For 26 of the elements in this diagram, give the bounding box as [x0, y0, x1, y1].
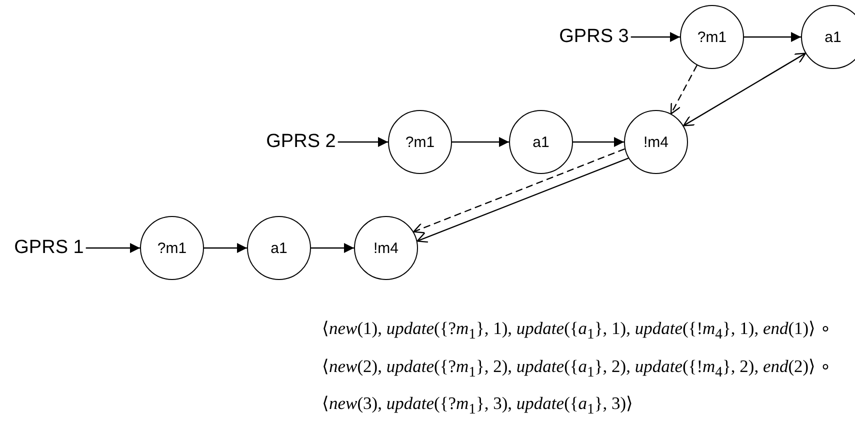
formula-text: ⟨new(2), update({?m$_{1}$}, 2), update({a$_{1}$}, 2), update({!m$_{4}$}, 2), end(2)⟩ ∘ — [322, 356, 832, 382]
channel-label: GPRS 1 — [13, 236, 85, 260]
state-circle: !m4 — [624, 110, 688, 174]
state-circle: ?m1 — [680, 5, 744, 69]
arrow — [744, 32, 801, 42]
state-circle: a1 — [509, 110, 573, 174]
state-circle: !m4 — [354, 216, 418, 280]
channel-label: GPRS 3 — [558, 25, 630, 49]
formula-text: ⟨new(1), update({?m$_{1}$}, 1), update({a$_{1}$}, 1), update({!m$_{4}$}, 1), end(1)⟩ ∘ — [322, 318, 832, 344]
arrow — [452, 137, 509, 147]
formula-text: ⟨new(3), update({?m$_{1}$}, 3), update({a$_{1}$}, 3)⟩ — [322, 393, 634, 418]
arrow — [682, 52, 806, 126]
state-circle: a1 — [247, 216, 311, 280]
arrow — [86, 243, 140, 253]
arrow — [573, 137, 624, 147]
arrow — [204, 243, 247, 253]
arrow — [338, 137, 388, 147]
arrow — [630, 32, 680, 42]
arrow — [670, 64, 698, 114]
state-circle: a1 — [801, 5, 855, 69]
state-circle: ?m1 — [140, 216, 204, 280]
state-circle: ?m1 — [388, 110, 452, 174]
channel-label: GPRS 2 — [265, 130, 337, 154]
arrow — [311, 243, 354, 253]
arrow — [413, 148, 625, 234]
arrow — [416, 158, 629, 243]
